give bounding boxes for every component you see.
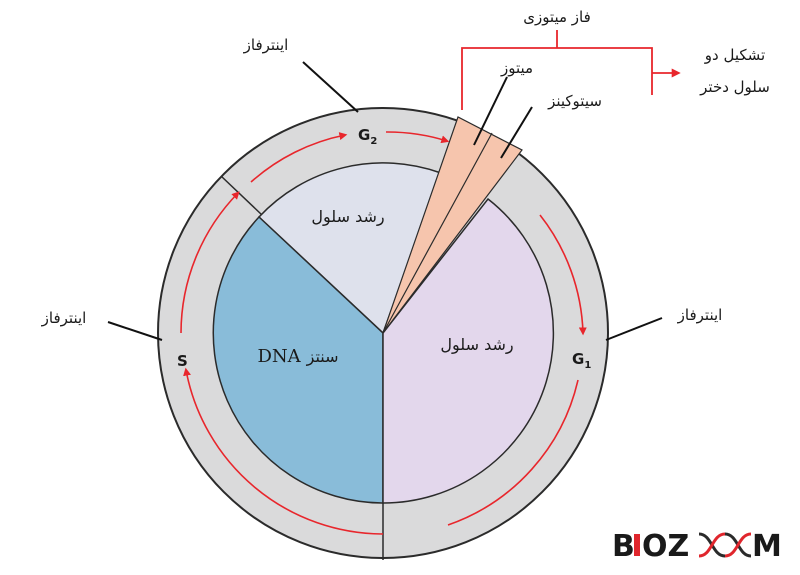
arrow-g2-to-mitosis: [385, 131, 450, 144]
leader-interphase-left: [107, 321, 163, 341]
logo-text-b: B: [612, 529, 635, 564]
cytokinesis-label: سیتوکینز: [547, 92, 602, 110]
g1-sector: [382, 197, 555, 504]
interphase-right-label: اینترفاز: [677, 306, 723, 324]
mitosis-label: میتوز: [500, 59, 533, 77]
leader-mitosis: [473, 76, 508, 146]
leader-interphase-top: [302, 61, 359, 113]
cycle-arrows: [180, 131, 587, 535]
interphase-left-label: اینترفاز: [41, 309, 87, 327]
arrow-g1-to-bottom: [447, 379, 579, 526]
s-label: S: [177, 352, 188, 370]
dna-synthesis-word: سنتز: [306, 347, 339, 367]
g1-label: G1: [572, 350, 591, 371]
growth-right-label: رشد سلول: [440, 335, 513, 355]
g2-label: G2: [358, 126, 377, 147]
arrow-s-to-top: [180, 191, 240, 334]
logo-text-m: M: [752, 529, 782, 564]
leader-cytokinesis: [500, 106, 533, 159]
logo-text-oz: OZ: [642, 529, 689, 564]
leader-interphase-right: [605, 317, 663, 341]
growth-top-label: رشد سلول: [311, 207, 384, 227]
s-sector: [212, 215, 384, 504]
mitosis-wedge: [382, 116, 523, 334]
logo-accent-i: [634, 534, 640, 556]
daughter-cells-line2: سلول دختر: [699, 78, 770, 96]
daughter-cells-line1: تشکیل دو: [704, 46, 765, 64]
mitotic-phase-label: فاز میتوزی: [523, 8, 591, 26]
g2-sector: [257, 162, 442, 335]
interphase-top-label: اینترفاز: [243, 36, 289, 54]
mitosis-divider: [382, 132, 493, 334]
mitotic-phase-bracket: [461, 30, 681, 110]
arrow-to-s: [183, 367, 384, 535]
arrow-top-to-g2: [250, 132, 348, 183]
leader-lines: [107, 61, 663, 341]
arrow-mitosis-to-g1: [539, 214, 587, 336]
bracket-bar: [461, 47, 653, 110]
logo-dna-icon: [698, 532, 752, 558]
ring-divider-top-left: [220, 175, 263, 216]
biozoom-logo: B OZ M: [612, 529, 782, 564]
dna-synthesis-abbr: DNA: [257, 346, 301, 367]
